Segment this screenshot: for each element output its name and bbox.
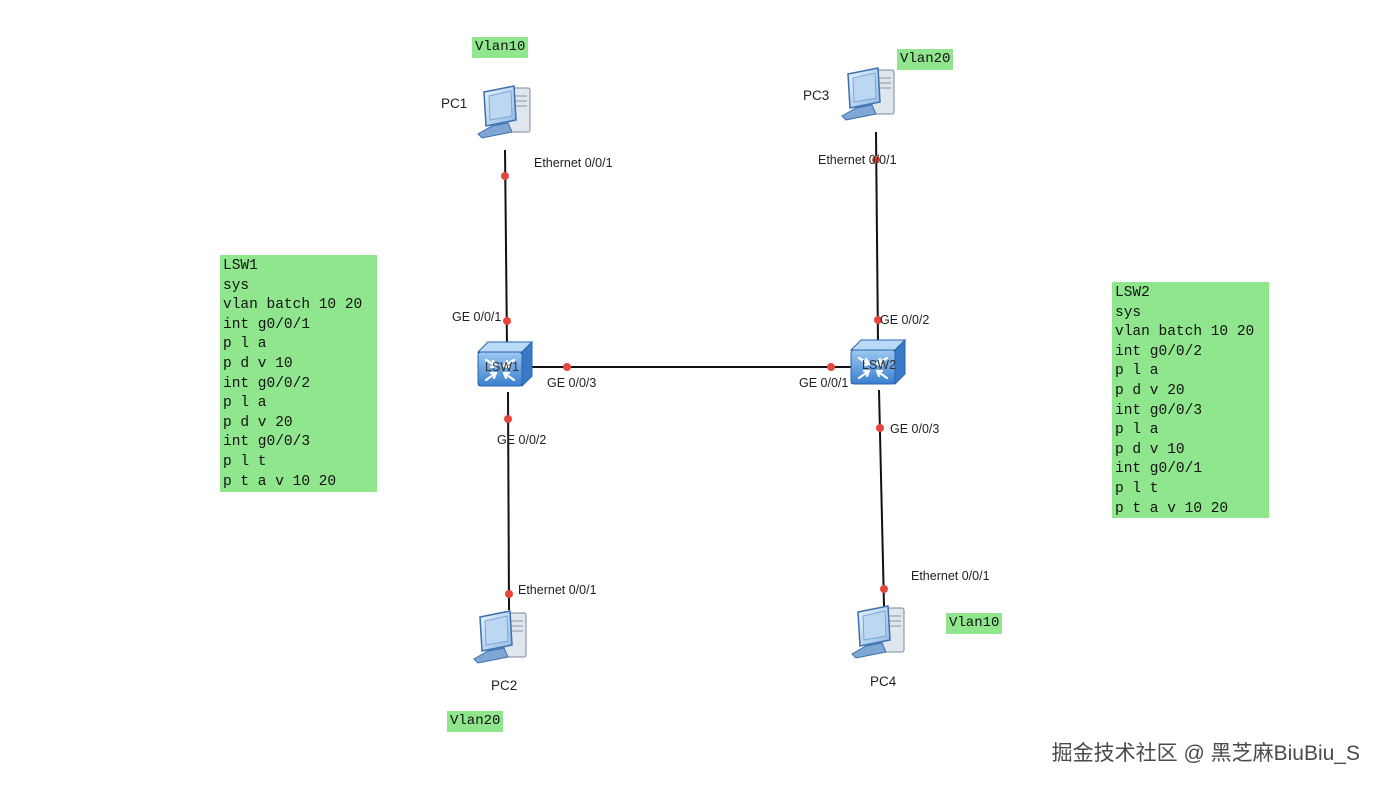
port-label-lsw1-g1: GE 0/0/1 <box>452 310 502 324</box>
lsw1-note-line: p l a <box>223 395 267 412</box>
vlan-tag-pc1: Vlan10 <box>472 37 529 58</box>
lsw2-note-line: p l a <box>1115 363 1159 380</box>
lsw2-note-line: int g0/0/1 <box>1115 461 1203 478</box>
port-dot-pc4-eth <box>880 585 888 593</box>
lsw1-note-line: p t a v 10 20 <box>223 473 337 490</box>
port-label-pc2-eth: Ethernet 0/0/1 <box>518 583 597 597</box>
pc4-icon[interactable] <box>851 605 905 659</box>
lsw2-label: LSW2 <box>862 358 897 372</box>
lsw1-note-line: sys <box>223 277 250 294</box>
vlan-tag-pc3: Vlan20 <box>897 49 954 70</box>
port-dot-lsw1-g2 <box>504 415 512 423</box>
port-label-lsw2-g1: GE 0/0/1 <box>799 376 849 390</box>
port-label-pc1-eth: Ethernet 0/0/1 <box>534 156 613 170</box>
pc3-label: PC3 <box>803 88 830 103</box>
link-lsw1-pc2 <box>507 391 510 611</box>
lsw1-note-line: int g0/0/1 <box>223 316 311 333</box>
pc1-label: PC1 <box>441 96 468 111</box>
port-dot-pc1-eth <box>501 172 509 180</box>
lsw1-note-line: int g0/0/2 <box>223 375 311 392</box>
link-pc1-lsw1 <box>504 149 508 347</box>
lsw2-note-line: int g0/0/2 <box>1115 343 1203 360</box>
port-dot-pc3-eth <box>872 156 880 164</box>
pc2-icon[interactable] <box>473 610 527 664</box>
port-label-pc3-eth: Ethernet 0/0/1 <box>818 153 897 167</box>
port-dot-lsw1-g1 <box>503 317 511 325</box>
port-dot-lsw2-g2 <box>874 316 882 324</box>
lsw1-note-line: p d v 20 <box>223 414 293 431</box>
lsw1-note-line: p d v 10 <box>223 355 293 372</box>
lsw2-note-line: p l a <box>1115 422 1159 439</box>
lsw1-note-line: int g0/0/3 <box>223 434 311 451</box>
port-dot-pc2-eth <box>505 590 513 598</box>
pc1-icon[interactable] <box>477 85 531 139</box>
port-label-lsw2-g2: GE 0/0/2 <box>880 313 930 327</box>
port-dot-lsw1-g3 <box>563 363 571 371</box>
lsw2-note-line: sys <box>1115 304 1142 321</box>
lsw1-note-line: p l t <box>223 453 267 470</box>
lsw1-config-note: LSW1 sys vlan batch 10 20 int g0/0/1 p l… <box>220 255 377 492</box>
lsw1-note-line: vlan batch 10 20 <box>223 297 363 314</box>
pc2-label: PC2 <box>491 678 518 693</box>
pc4-label: PC4 <box>870 674 897 689</box>
lsw2-note-line: p d v 10 <box>1115 441 1185 458</box>
port-label-lsw1-g2: GE 0/0/2 <box>497 433 547 447</box>
lsw1-label: LSW1 <box>485 360 520 374</box>
watermark-text: 掘金技术社区 @ 黑芝麻BiuBiu_S <box>1051 742 1360 765</box>
port-label-lsw1-g3: GE 0/0/3 <box>547 376 597 390</box>
vlan-tag-pc2: Vlan20 <box>447 711 504 732</box>
lsw2-note-line: LSW2 <box>1115 285 1150 301</box>
lsw1-note-line: p l a <box>223 336 267 353</box>
pc3-icon[interactable] <box>841 67 895 121</box>
port-dot-lsw2-g3 <box>876 424 884 432</box>
lsw2-config-note: LSW2 sys vlan batch 10 20 int g0/0/2 p l… <box>1112 282 1269 518</box>
lsw2-note-line: p l t <box>1115 480 1159 497</box>
port-label-lsw2-g3: GE 0/0/3 <box>890 422 940 436</box>
link-pc3-lsw2 <box>875 131 879 345</box>
link-lsw2-pc4 <box>878 389 885 607</box>
port-dot-lsw2-g1 <box>827 363 835 371</box>
vlan-tag-pc4: Vlan10 <box>946 613 1003 634</box>
lsw1-note-line: LSW1 <box>223 258 258 274</box>
lsw2-note-line: p d v 20 <box>1115 382 1185 399</box>
lsw2-note-line: p t a v 10 20 <box>1115 500 1229 517</box>
lsw2-note-line: vlan batch 10 20 <box>1115 324 1255 341</box>
port-label-pc4-eth: Ethernet 0/0/1 <box>911 569 990 583</box>
lsw2-note-line: int g0/0/3 <box>1115 402 1203 419</box>
